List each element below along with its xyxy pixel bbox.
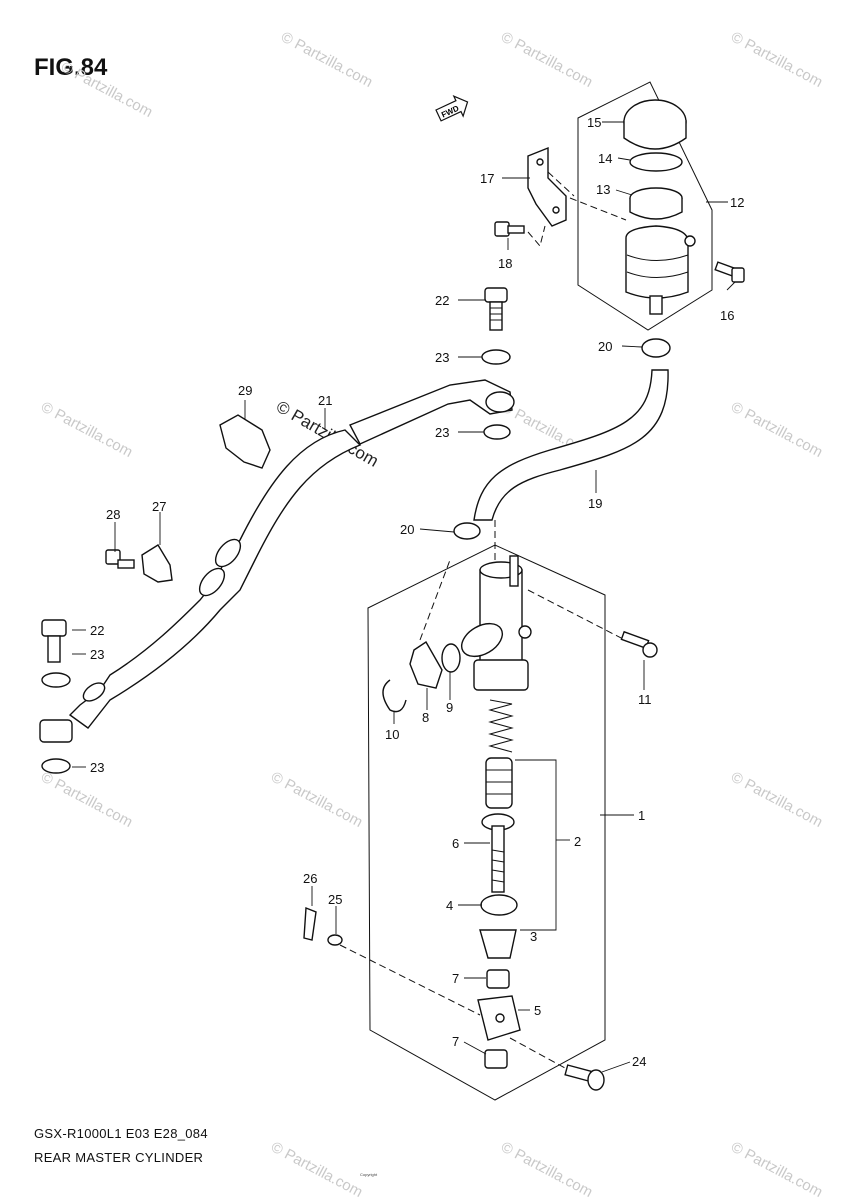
banjo-bolt-22 xyxy=(484,287,508,331)
callout-23: 23 xyxy=(435,350,449,365)
diagram-caption: REAR MASTER CYLINDER xyxy=(34,1150,204,1165)
callout-24: 24 xyxy=(632,1054,646,1069)
piston xyxy=(485,757,513,809)
reservoir-hose-19 xyxy=(473,369,669,521)
callout-28: 28 xyxy=(106,507,120,522)
clamp-29 xyxy=(219,414,271,469)
callout-14: 14 xyxy=(598,151,612,166)
boot-3 xyxy=(479,929,517,959)
callout-16: 16 xyxy=(720,308,734,323)
washer-23 xyxy=(481,349,511,365)
brake-hose-21 xyxy=(39,379,515,743)
washer-23 xyxy=(483,424,511,440)
callout-22: 22 xyxy=(90,623,104,638)
callout-3: 3 xyxy=(530,929,537,944)
circlip-4 xyxy=(480,894,518,916)
o-ring-9 xyxy=(441,643,461,673)
callout-15: 15 xyxy=(587,115,601,130)
screw-11 xyxy=(620,630,658,658)
banjo-bolt-22-left xyxy=(41,619,67,663)
bracket-17 xyxy=(527,146,567,227)
watermark: © Partzilla.com xyxy=(498,29,595,91)
clamp-27 xyxy=(141,544,173,583)
bolt-16 xyxy=(714,261,745,283)
pushrod-6 xyxy=(481,813,515,893)
callout-20: 20 xyxy=(400,522,414,537)
callout-12: 12 xyxy=(730,195,744,210)
callout-9: 9 xyxy=(446,700,453,715)
clevis-5 xyxy=(477,995,521,1041)
diaphragm-plate xyxy=(629,152,683,172)
master-cylinder-body xyxy=(461,555,532,691)
washer-23 xyxy=(41,758,71,774)
watermark: © Partzilla.com xyxy=(58,59,155,121)
watermark-group: © Partzilla.com © Partzilla.com © Partzi… xyxy=(38,29,825,1200)
watermark: © Partzilla.com xyxy=(268,1139,365,1200)
callout-6: 6 xyxy=(452,836,459,851)
pin-24 xyxy=(564,1064,605,1091)
callout-11: 11 xyxy=(638,692,652,707)
watermark: © Partzilla.com xyxy=(498,1139,595,1200)
callout-18: 18 xyxy=(498,256,512,271)
footer-copyright: Copyright xyxy=(360,1172,378,1177)
callout-26: 26 xyxy=(303,871,317,886)
callout-8: 8 xyxy=(422,710,429,725)
cotter-pin-26 xyxy=(303,906,317,941)
reservoir-assembly xyxy=(577,81,713,331)
hose-clamp-20 xyxy=(453,522,481,540)
nut-7 xyxy=(486,969,510,989)
watermark: © Partzilla.com xyxy=(268,769,365,831)
callout-19: 19 xyxy=(588,496,602,511)
nut-7 xyxy=(484,1049,508,1069)
circlip-10 xyxy=(382,679,407,713)
callout-23: 23 xyxy=(90,647,104,662)
callout-23: 23 xyxy=(90,760,104,775)
watermark: © Partzilla.com xyxy=(728,399,825,461)
callout-23: 23 xyxy=(435,425,449,440)
master-cylinder-assembly xyxy=(367,544,606,1101)
hose-joint-8 xyxy=(409,641,443,689)
figure-title: FIG.84 xyxy=(34,54,108,81)
callout-25: 25 xyxy=(328,892,342,907)
washer-23 xyxy=(41,672,71,688)
reservoir-tank xyxy=(625,225,689,299)
callout-20: 20 xyxy=(598,339,612,354)
bolt-28 xyxy=(105,549,135,569)
callout-1: 1 xyxy=(638,808,645,823)
bolt-18 xyxy=(494,221,525,237)
callout-29: 29 xyxy=(238,383,252,398)
callout-2: 2 xyxy=(574,834,581,849)
watermark: © Partzilla.com xyxy=(38,769,135,831)
watermark: © Partzilla.com xyxy=(278,29,375,91)
callout-7: 7 xyxy=(452,971,459,986)
callout-5: 5 xyxy=(534,1003,541,1018)
callout-27: 27 xyxy=(152,499,166,514)
callout-22: 22 xyxy=(435,293,449,308)
watermark: © Partzilla.com xyxy=(728,1139,825,1200)
callout-17: 17 xyxy=(480,171,494,186)
hose-banjo-fitting xyxy=(39,719,73,743)
watermark: © Partzilla.com xyxy=(728,29,825,91)
hose-clamp-20 xyxy=(641,338,671,358)
watermark: © Partzilla.com xyxy=(38,399,135,461)
callout-4: 4 xyxy=(446,898,453,913)
callout-7: 7 xyxy=(452,1034,459,1049)
callout-21: 21 xyxy=(318,393,332,408)
spring xyxy=(488,699,514,753)
forward-arrow-icon: FWD xyxy=(435,95,469,122)
callout-10: 10 xyxy=(385,727,399,742)
washer-25 xyxy=(327,934,343,946)
watermark: © Partzilla.com xyxy=(728,769,825,831)
model-code: GSX-R1000L1 E03 E28_084 xyxy=(34,1126,208,1141)
callout-13: 13 xyxy=(596,182,610,197)
